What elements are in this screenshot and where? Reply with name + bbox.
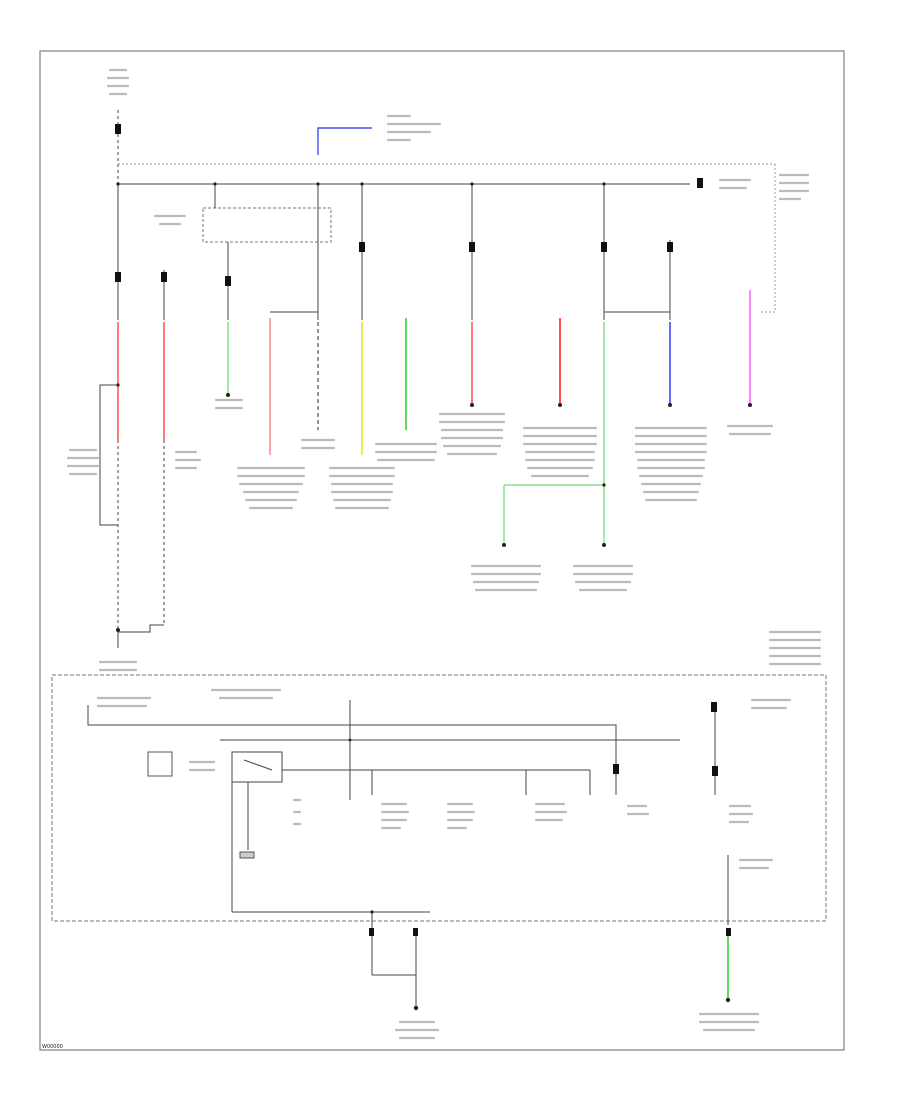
signal-wire-blue [317,127,372,155]
power-distribution-box [51,674,827,922]
footer-code: W00000 [42,1044,63,1050]
bottom-connector-dots [348,738,731,1011]
left-ground-wires [99,384,165,648]
top-section [117,110,776,320]
connector-dots [116,182,752,632]
colored-wires-top [117,290,751,545]
diagram-border [39,50,845,1051]
illegible-labels-top [66,68,822,672]
bottom-components [147,751,255,859]
top-fuse-symbols [115,124,703,286]
bottom-fuse-symbols [369,702,731,936]
left-relay [202,207,332,243]
bottom-section-wires [87,700,729,1008]
illegible-labels-bottom [96,688,792,1040]
